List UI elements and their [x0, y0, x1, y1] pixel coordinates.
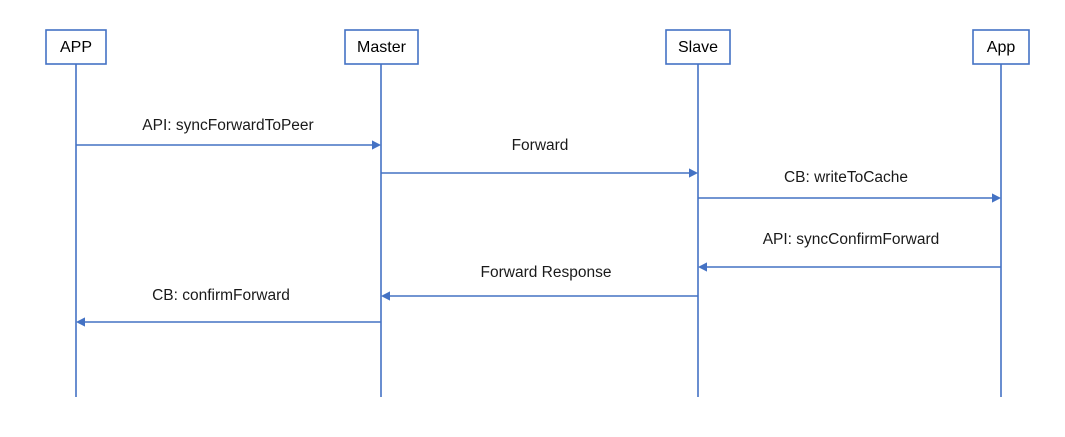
participant-app_right[interactable]: App	[972, 29, 1030, 65]
message-label: CB: confirmForward	[152, 287, 290, 304]
message-arrow-head	[992, 193, 1001, 203]
participant-master[interactable]: Master	[344, 29, 419, 65]
message-5[interactable]: Forward Response	[381, 264, 698, 301]
message-arrow-head	[689, 168, 698, 178]
message-6[interactable]: CB: confirmForward	[76, 287, 381, 327]
message-arrow-head	[76, 317, 85, 327]
participant-box	[665, 29, 731, 65]
participant-box	[972, 29, 1030, 65]
participant-label: App	[987, 39, 1016, 56]
message-arrow-head	[698, 262, 707, 272]
lifelines-layer	[75, 64, 1002, 397]
message-label: Forward Response	[481, 264, 612, 281]
message-label: CB: writeToCache	[784, 169, 908, 186]
message-2[interactable]: Forward	[381, 137, 698, 178]
participant-box	[45, 29, 107, 65]
participant-label: APP	[60, 39, 92, 56]
message-label: Forward	[512, 137, 569, 154]
message-3[interactable]: CB: writeToCache	[698, 169, 1001, 203]
participant-label: Slave	[678, 39, 718, 56]
participant-label: Master	[357, 39, 407, 56]
participant-box	[344, 29, 419, 65]
message-1[interactable]: API: syncForwardToPeer	[76, 117, 381, 150]
participants-layer: APP Master Slave App	[45, 29, 1030, 65]
message-label: API: syncForwardToPeer	[142, 117, 313, 134]
participant-slave[interactable]: Slave	[665, 29, 731, 65]
message-arrow-head	[381, 291, 390, 301]
message-label: API: syncConfirmForward	[763, 231, 940, 248]
message-arrow-head	[372, 140, 381, 150]
participant-app_left[interactable]: APP	[45, 29, 107, 65]
message-4[interactable]: API: syncConfirmForward	[698, 231, 1001, 272]
